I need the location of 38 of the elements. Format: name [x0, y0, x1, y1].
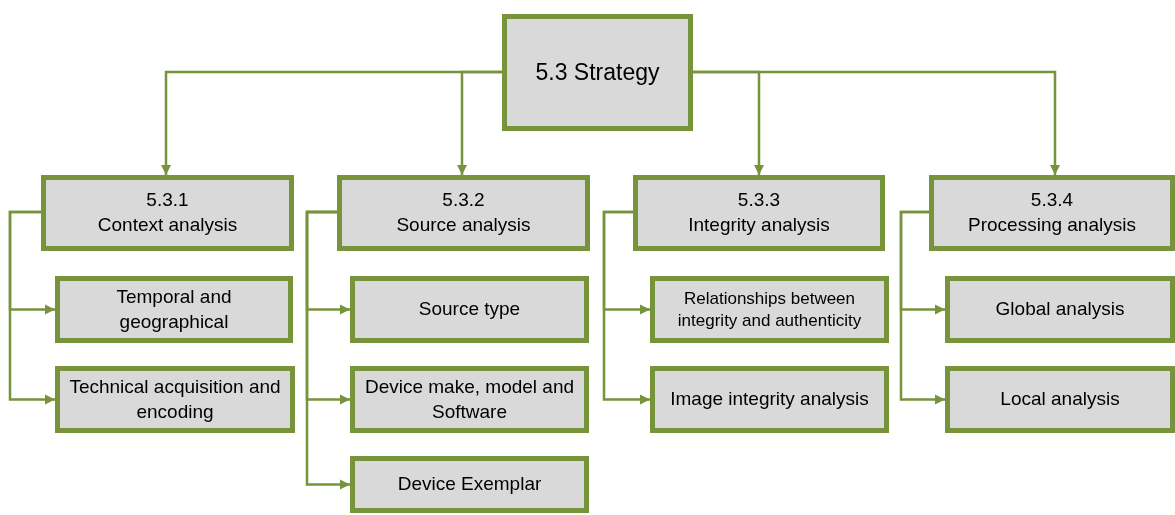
- process-box: [350, 276, 589, 343]
- process-box: [41, 175, 294, 251]
- process-box: [350, 456, 589, 513]
- box-label: Source type: [418, 297, 521, 322]
- connector-arrow: [693, 70, 1060, 175]
- root-box: [502, 14, 693, 131]
- connector-arrow: [602, 210, 650, 405]
- box-label: 5.3 Strategy: [535, 57, 660, 87]
- box-label: Technical acquisition and encoding: [68, 374, 282, 424]
- process-box: [337, 175, 590, 251]
- box-label: Temporal and geographical: [115, 284, 233, 334]
- process-box: [350, 366, 589, 433]
- box-label: Global analysis: [995, 297, 1125, 322]
- connector-arrow: [899, 210, 945, 405]
- process-box: [55, 366, 295, 433]
- box-label: Local analysis: [1000, 387, 1120, 412]
- process-box: [945, 276, 1175, 343]
- box-label: Processing analysis: [968, 213, 1136, 237]
- connector-arrow: [305, 210, 350, 490]
- box-label: Device Exemplar: [397, 472, 542, 497]
- box-label: 5.3.3: [737, 188, 781, 213]
- box-label: Context analysis: [97, 213, 238, 237]
- connector-arrow: [8, 210, 55, 405]
- process-box: [945, 366, 1175, 433]
- process-box: [633, 175, 885, 251]
- box-label: Image integrity analysis: [670, 387, 869, 412]
- connector-arrow: [457, 70, 502, 175]
- box-label: Source analysis: [396, 213, 531, 237]
- box-label: Integrity analysis: [688, 213, 830, 237]
- box-label: Device make, model and Software: [363, 374, 576, 424]
- box-label: 5.3.1: [146, 188, 189, 213]
- box-label: Relationships between integrity and authenticity: [676, 288, 863, 331]
- process-box: [650, 366, 889, 433]
- process-box: [929, 175, 1175, 251]
- process-box: [650, 276, 889, 343]
- box-label: 5.3.2: [442, 188, 485, 213]
- box-label: 5.3.4: [1030, 188, 1074, 213]
- process-box: [55, 276, 293, 343]
